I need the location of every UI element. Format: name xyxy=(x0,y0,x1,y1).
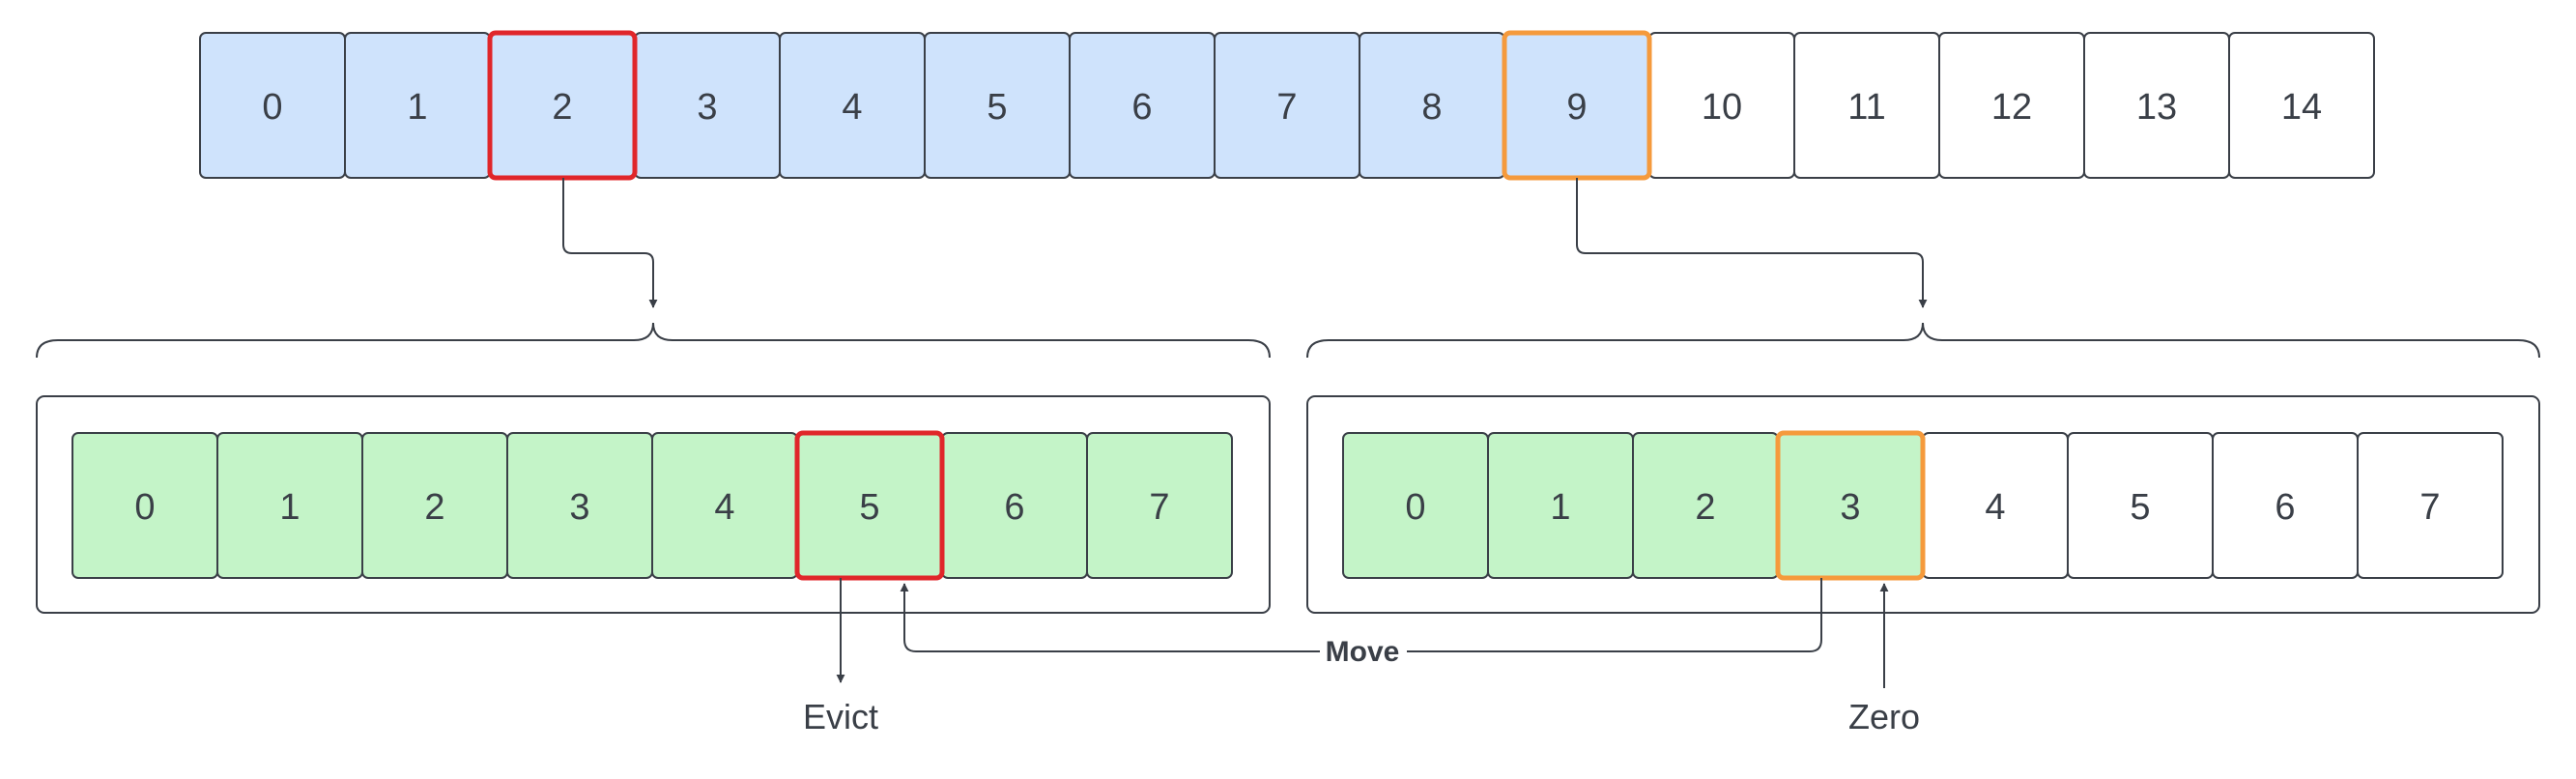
right-block-cell-label-5: 5 xyxy=(2130,487,2150,528)
top-array-cell-label-12: 12 xyxy=(1991,87,2032,128)
top-array-cell-label-2: 2 xyxy=(552,87,572,128)
move-label: Move xyxy=(1326,636,1400,668)
top-array-cell-14 xyxy=(2228,32,2375,179)
left-block-cell-label-0: 0 xyxy=(134,487,155,528)
right-block-cell-label-0: 0 xyxy=(1405,487,1425,528)
left-block-cell-label-1: 1 xyxy=(279,487,300,528)
left-block: 0 1 2 3 4 5 6 7 xyxy=(72,430,1233,581)
top-array-cell-label-14: 14 xyxy=(2281,87,2322,128)
left-block-cell-label-3: 3 xyxy=(569,487,589,528)
left-block-cell-label-2: 2 xyxy=(424,487,444,528)
move-label-bg xyxy=(1320,632,1407,669)
brace-right xyxy=(1306,322,2540,359)
left-block-cell-label-7: 7 xyxy=(1149,487,1169,528)
left-block-highlight-red xyxy=(794,430,945,581)
brace-left xyxy=(36,322,1271,359)
evict-label: Evict xyxy=(803,697,878,736)
right-block-cell-label-1: 1 xyxy=(1550,487,1570,528)
right-block-cell-label-4: 4 xyxy=(1985,487,2005,528)
top-array-cell-label-3: 3 xyxy=(697,87,717,128)
top-array-cell-label-7: 7 xyxy=(1276,87,1297,128)
left-block-cell-label-6: 6 xyxy=(1004,487,1024,528)
connector-left xyxy=(562,178,658,308)
top-array-cell-label-13: 13 xyxy=(2136,87,2177,128)
top-array-cell-label-8: 8 xyxy=(1421,87,1442,128)
top-array-cell-label-4: 4 xyxy=(842,87,862,128)
connector-right xyxy=(1576,178,1928,308)
right-block-cell-label-3: 3 xyxy=(1840,487,1860,528)
left-block-cell-label-5: 5 xyxy=(859,487,879,528)
top-array-cell-label-6: 6 xyxy=(1131,87,1152,128)
left-block-cell-7 xyxy=(1086,432,1233,579)
right-block: 0 1 2 3 4 5 6 7 xyxy=(1342,430,2504,581)
zero-label: Zero xyxy=(1848,697,1920,736)
right-block-cell-label-6: 6 xyxy=(2275,487,2295,528)
top-array-cell-label-9: 9 xyxy=(1566,87,1587,128)
right-block-cell-7 xyxy=(2357,432,2504,579)
top-array-cell-label-0: 0 xyxy=(262,87,282,128)
right-block-cell-label-2: 2 xyxy=(1695,487,1715,528)
right-block-cell-label-7: 7 xyxy=(2419,487,2440,528)
top-array-cell-label-1: 1 xyxy=(407,87,427,128)
top-array-cell-label-10: 10 xyxy=(1702,87,1742,128)
right-block-highlight-orange xyxy=(1775,430,1926,581)
left-block-cell-label-4: 4 xyxy=(714,487,734,528)
top-array-cell-label-11: 11 xyxy=(1847,87,1885,128)
top-array-cell-label-5: 5 xyxy=(987,87,1007,128)
